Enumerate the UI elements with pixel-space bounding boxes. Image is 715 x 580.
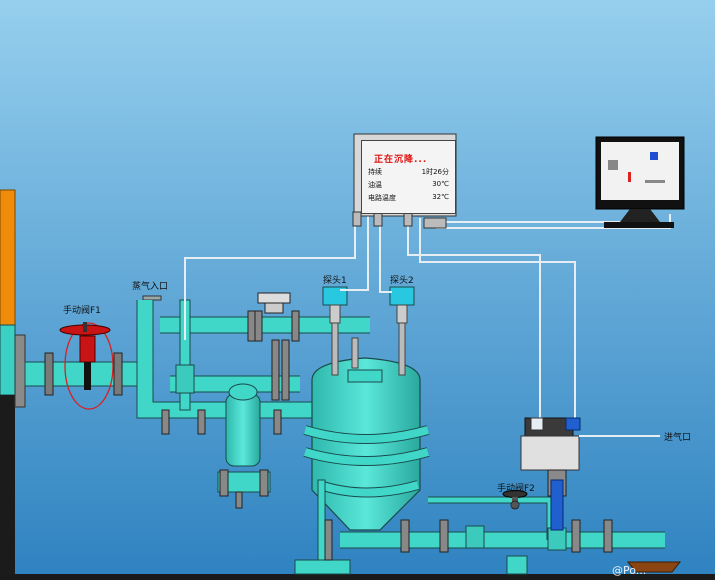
- monitor-icon[interactable]: [595, 136, 685, 228]
- oil-temp-value: 30℃: [432, 180, 449, 188]
- bottom-pipe: [340, 496, 682, 575]
- left-tank: [0, 189, 26, 575]
- duration-value: 1时26分: [421, 168, 449, 176]
- duration-label: 持续: [368, 168, 382, 176]
- steam-inlet-label: 蒸气入口: [132, 282, 169, 292]
- probe-2: [389, 286, 415, 376]
- oil-temp-label: 油温: [368, 181, 382, 189]
- floor-line: [0, 574, 715, 580]
- pneumatic-actuator-icon[interactable]: [520, 417, 660, 531]
- filter-cylinder: [217, 383, 271, 509]
- manual-valve-f2[interactable]: [502, 490, 528, 510]
- circuit-temp-label: 电路温度: [368, 194, 396, 202]
- probe1-label: 探头1: [323, 276, 347, 286]
- manual-valve-f1-label: 手动阀F1: [63, 306, 101, 316]
- control-display: 正在沉降... 持续 1时26分 油温 30℃ 电路温度 32℃: [361, 140, 456, 214]
- circuit-temp-value: 32℃: [432, 193, 449, 201]
- probe-1: [322, 286, 359, 376]
- status-title: 正在沉降...: [374, 155, 428, 165]
- manual-valve-f1[interactable]: [59, 322, 114, 410]
- manual-valve-f2-label: 手动阀F2: [497, 484, 535, 494]
- probe2-label: 探头2: [390, 276, 414, 286]
- settling-tank: [294, 357, 430, 575]
- watermark: @Po...: [612, 564, 647, 577]
- air-inlet-label: 进气口: [664, 433, 692, 443]
